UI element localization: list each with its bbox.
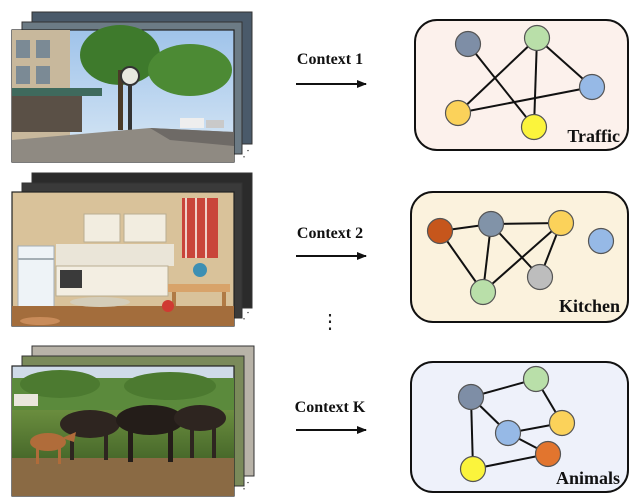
graph-node xyxy=(587,227,615,255)
graph-node xyxy=(454,30,482,58)
graph-node xyxy=(444,99,472,127)
graph-node xyxy=(578,73,606,101)
graph-edge xyxy=(467,43,535,128)
graph-edge xyxy=(457,86,593,114)
graph-edge xyxy=(533,37,538,128)
kitchen-scene-image xyxy=(11,191,235,327)
graph-node xyxy=(547,209,575,237)
graph-label: Traffic xyxy=(567,126,620,146)
graph-node xyxy=(494,419,522,447)
rows-ellipsis: ⋮ xyxy=(320,311,340,333)
graph-node xyxy=(534,440,562,468)
graph-node xyxy=(426,217,454,245)
graph-panel-traffic: Traffic xyxy=(414,19,629,151)
graph-label: Animals xyxy=(556,468,620,488)
graph-node xyxy=(459,455,487,483)
graph-node xyxy=(469,278,497,306)
context-label: Context K xyxy=(295,399,366,416)
graph-edge xyxy=(457,37,538,114)
graph-node xyxy=(523,24,551,52)
context-label: Context 2 xyxy=(297,225,363,242)
graph-node xyxy=(548,409,576,437)
stack-continuation-mark: . · xyxy=(238,475,254,492)
graph-node xyxy=(526,263,554,291)
horses-scene-image xyxy=(11,365,235,497)
stack-continuation-mark: . · xyxy=(238,143,254,160)
graph-node xyxy=(457,383,485,411)
photo-stack-kitchen: . · xyxy=(11,172,253,327)
graph-edge xyxy=(482,222,562,293)
graph-node xyxy=(522,365,550,393)
context-label: Context 1 xyxy=(297,51,363,68)
street-scene-image xyxy=(11,25,235,163)
photo-stack-horses: . · xyxy=(11,345,255,497)
graph-node xyxy=(477,210,505,238)
graph-label: Kitchen xyxy=(559,296,620,316)
graph-node xyxy=(520,113,548,141)
photo-stack-street: . · xyxy=(11,11,254,163)
graph-panel-kitchen: Kitchen xyxy=(410,191,629,323)
graph-panel-animals: Animals xyxy=(410,361,629,493)
